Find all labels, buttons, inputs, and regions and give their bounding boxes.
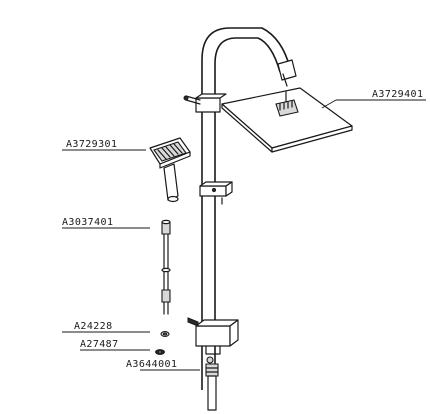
label-hose: A3037401 — [62, 217, 113, 228]
upper-bracket — [183, 93, 227, 113]
label-washer: A24228 — [74, 321, 113, 332]
label-hand-shower: A3729301 — [66, 139, 117, 150]
label-seal: A27487 — [80, 339, 119, 350]
part-labels: A3729401 A3729301 A3037401 A24228 A27487… — [62, 89, 423, 370]
hand-shower — [149, 137, 191, 203]
lower-connector — [205, 356, 219, 411]
shower-hose — [161, 219, 171, 315]
shower-riser — [201, 27, 297, 390]
washer-part — [160, 331, 170, 337]
seal-part — [155, 349, 165, 355]
leader-lines — [62, 99, 426, 371]
hand-shower-holder — [199, 181, 233, 205]
overhead-shower-head — [221, 87, 353, 153]
diverter-valve — [187, 317, 239, 355]
label-connector: A3644001 — [126, 359, 177, 370]
label-overhead-shower: A3729401 — [372, 89, 423, 100]
